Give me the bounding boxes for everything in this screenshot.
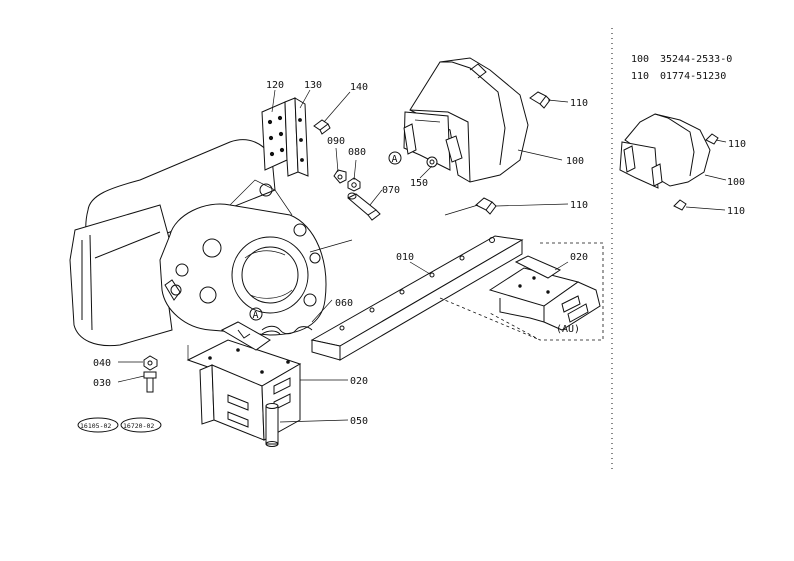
- bolt-140: [313, 119, 331, 135]
- bolt-110-b: [475, 197, 497, 215]
- parts-list: 100 35244-2533-0 110 01774-51230: [631, 54, 732, 82]
- parts-list-ref-1: 110: [631, 71, 649, 82]
- callout-020-au: 020: [570, 252, 588, 263]
- view-mark-text: A: [253, 310, 259, 321]
- parts-list-partno-0: 35244-2533-0: [660, 54, 732, 65]
- callout-060: 060: [335, 298, 353, 309]
- bolt-110-a: [529, 91, 551, 109]
- view-mark-a-top: A: [388, 151, 402, 165]
- callout-040: 040: [93, 358, 111, 369]
- leader-lines: [117, 89, 727, 423]
- callout-110-a: 110: [570, 98, 588, 109]
- ref-code-left-text: 16105-02: [80, 422, 111, 430]
- au-variant-group: [439, 242, 604, 341]
- engine-block: [69, 139, 327, 347]
- ref-code-left: 16105-02: [77, 417, 119, 433]
- nut-090: [333, 169, 347, 184]
- pin-070: [347, 192, 381, 221]
- callout-030: 030: [93, 378, 111, 389]
- callout-110-b: 110: [570, 200, 588, 211]
- bolt-030: [143, 371, 157, 393]
- parts-list-ref-0: 100: [631, 54, 649, 65]
- callout-110-c: 110: [728, 139, 746, 150]
- washer-150: [426, 156, 438, 168]
- ref-code-right-text: 16720-02: [123, 422, 154, 430]
- parts-list-partno-1: 01774-51230: [660, 71, 726, 82]
- callout-020-main: 020: [350, 376, 368, 387]
- drawbar-010: [310, 235, 524, 361]
- variant-label-au: (AU): [556, 324, 580, 335]
- bracket-plate: [261, 97, 309, 177]
- ref-code-right: 16720-02: [120, 417, 162, 433]
- callout-140: 140: [350, 82, 368, 93]
- nut-040: [143, 355, 158, 371]
- bolt-110-c: [705, 133, 719, 145]
- callout-100-b: 100: [727, 177, 745, 188]
- weight-cover-main: [403, 57, 529, 183]
- callout-120: 120: [266, 80, 284, 91]
- callout-130: 130: [304, 80, 322, 91]
- view-mark-a-bottom: A: [249, 307, 263, 321]
- callout-100-a: 100: [566, 156, 584, 167]
- callout-110-d: 110: [727, 206, 745, 217]
- callout-150: 150: [410, 178, 428, 189]
- callout-070: 070: [382, 185, 400, 196]
- pin-050: [265, 403, 279, 447]
- spring-060: [261, 325, 313, 335]
- callout-090: 090: [327, 136, 345, 147]
- view-mark-text: A: [392, 154, 398, 165]
- bolt-110-d: [673, 199, 687, 211]
- weight-cover-alt: [619, 113, 711, 189]
- callout-080: 080: [348, 147, 366, 158]
- callout-labels: 120 130 140 090 080 070 150 110 110 100 …: [93, 80, 746, 427]
- hitch-bracket-main: [186, 321, 302, 441]
- callout-050: 050: [350, 416, 368, 427]
- callout-010: 010: [396, 252, 414, 263]
